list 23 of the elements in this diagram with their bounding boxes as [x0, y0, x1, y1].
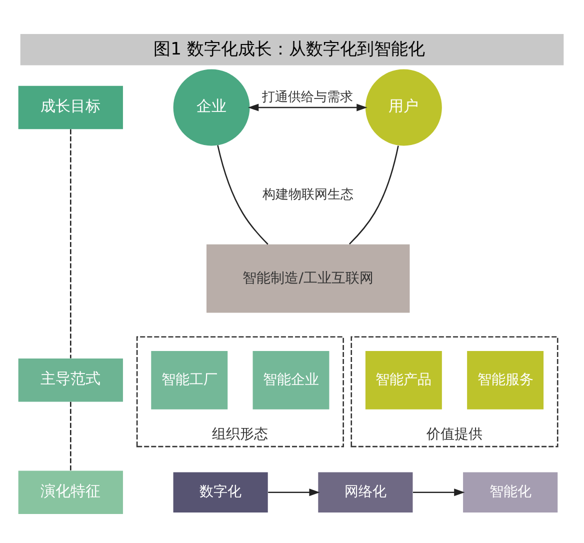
diagram-title: 图1 数字化成长：从数字化到智能化	[154, 38, 425, 59]
node-box: 网络化	[318, 472, 413, 512]
label: 构建物联网生态	[262, 186, 354, 202]
connector	[348, 145, 399, 244]
connector	[70, 401, 72, 470]
arrow	[413, 488, 465, 496]
node-box: 智能工厂	[151, 350, 228, 409]
connector	[70, 128, 72, 358]
connector	[217, 144, 268, 244]
arrow	[248, 103, 368, 111]
node-box: 成长目标	[18, 85, 123, 129]
node-circle: 企业	[173, 68, 250, 146]
node-box: 智能制造/工业互联网	[206, 244, 410, 312]
node-box: 智能服务	[467, 350, 544, 409]
node-box: 智能化	[463, 472, 558, 512]
edge-label: 打通供给与需求	[262, 89, 354, 104]
node-box: 演化特征	[18, 470, 123, 514]
arrow	[268, 488, 320, 496]
node-box: 主导范式	[18, 358, 123, 402]
node-box: 数字化	[173, 472, 268, 512]
node-box: 智能产品	[365, 350, 442, 409]
node-circle: 用户	[365, 68, 442, 146]
node-box: 智能企业	[252, 350, 330, 409]
